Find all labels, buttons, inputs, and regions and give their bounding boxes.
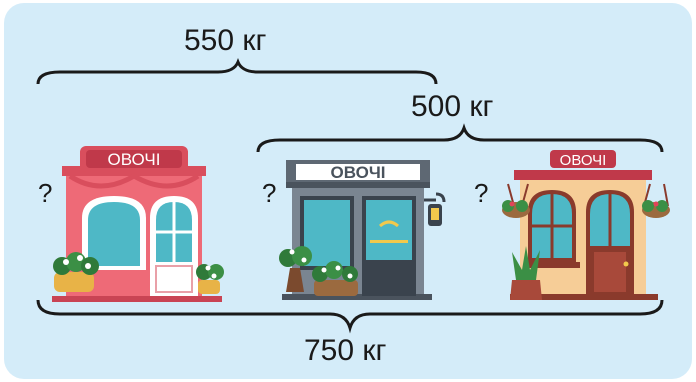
shop-3 — [502, 150, 670, 300]
shop-1-sign: ОВОЧІ — [108, 150, 161, 169]
shop-1 — [52, 146, 224, 302]
brace-top — [38, 62, 436, 84]
label-550: 550 кг — [184, 26, 266, 56]
brace-middle — [258, 128, 662, 152]
question-shop-3: ? — [474, 180, 488, 206]
question-shop-1: ? — [38, 180, 52, 206]
shop-3-sign: ОВОЧІ — [560, 152, 607, 169]
brace-bottom — [38, 300, 662, 328]
label-500: 500 кг — [411, 92, 493, 122]
label-750: 750 кг — [304, 336, 386, 366]
shop-2-sign: ОВОЧІ — [331, 163, 386, 182]
question-shop-2: ? — [262, 180, 276, 206]
